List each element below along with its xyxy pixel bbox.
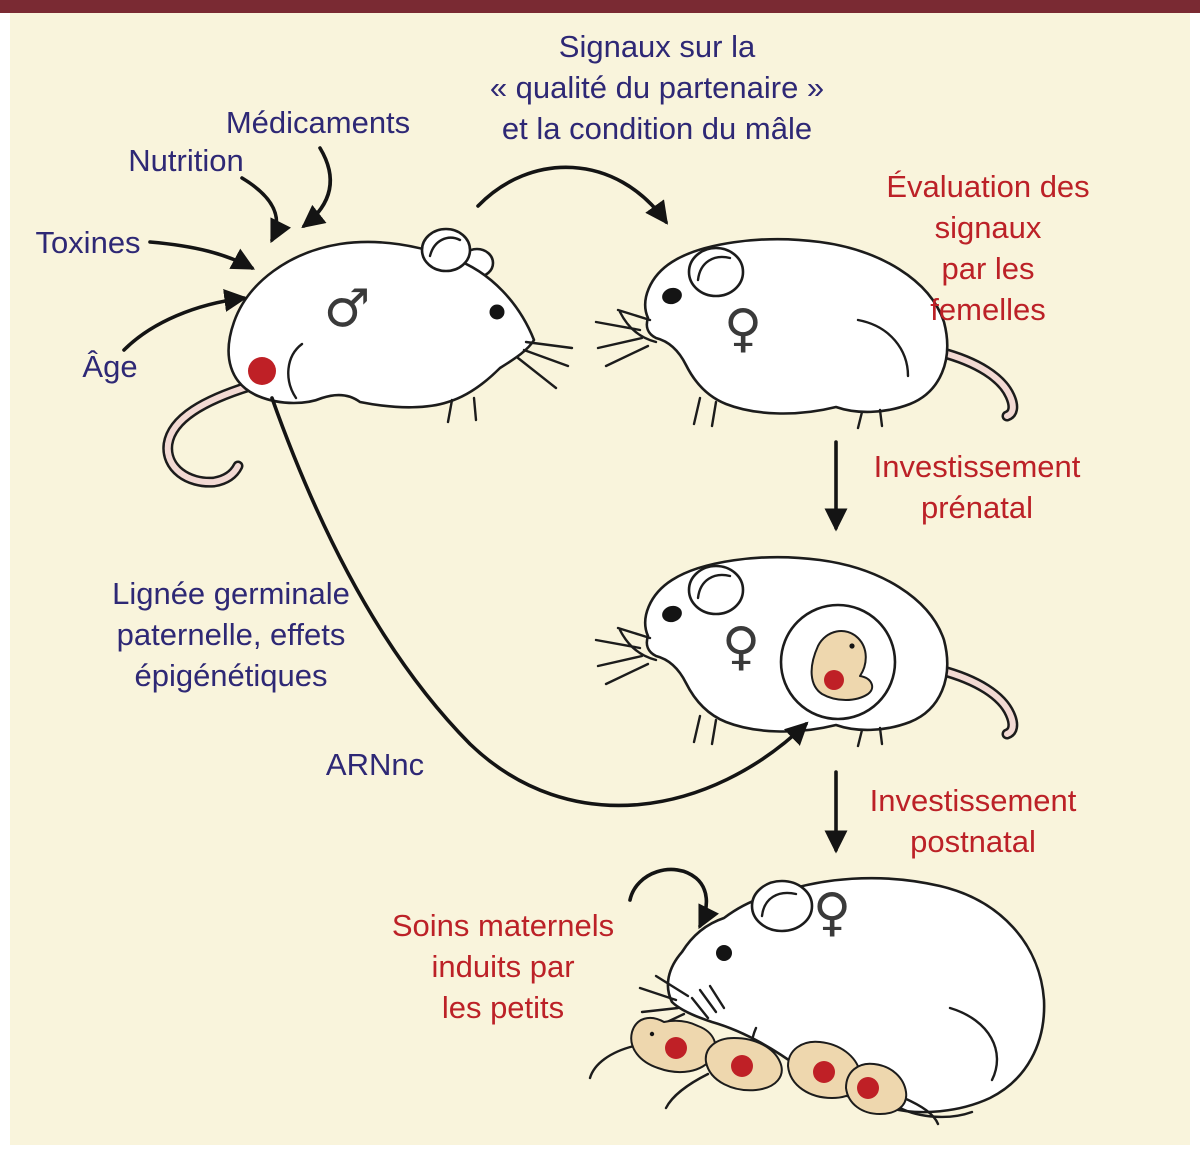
male-to-female-arrow bbox=[476, 165, 669, 225]
pup-2-red-dot bbox=[731, 1055, 753, 1077]
embryo-fetus-eye bbox=[849, 643, 855, 649]
nutrition-arrow bbox=[240, 176, 292, 244]
female-mouse-whiskers bbox=[594, 320, 650, 368]
male-mouse-whiskers bbox=[516, 340, 574, 390]
male-symbol: ♂ bbox=[323, 279, 371, 339]
top-accent-bar bbox=[0, 0, 1200, 13]
pup-1-red-dot bbox=[665, 1037, 687, 1059]
male-mouse-eye bbox=[489, 304, 505, 320]
pregnant-mouse-legs bbox=[692, 714, 884, 748]
female-mouse-legs bbox=[692, 318, 910, 430]
pregnant-mouse-eye bbox=[662, 605, 682, 623]
male-mouse-legs bbox=[287, 342, 478, 424]
mother-mouse-eye bbox=[716, 945, 732, 961]
pregnant-mouse-whiskers bbox=[594, 638, 650, 686]
female-mouse-ear bbox=[687, 246, 745, 298]
soins-maternels-arrow bbox=[628, 867, 720, 930]
female-mouse-evaluating bbox=[594, 237, 1019, 430]
medicaments-arrow bbox=[301, 146, 333, 229]
female-mouse-ear-inner bbox=[696, 255, 732, 282]
male-mouse-ear-inner bbox=[428, 236, 462, 258]
male-mouse-gonad-dot bbox=[248, 357, 276, 385]
female-symbol-top: ♀ bbox=[723, 299, 763, 359]
male-mouse-ear bbox=[420, 227, 472, 273]
pup-3-red-dot bbox=[813, 1061, 835, 1083]
pup-1-eye bbox=[649, 1031, 655, 1037]
mother-mouse bbox=[638, 876, 1046, 1119]
mother-mouse-ear-inner bbox=[760, 891, 798, 918]
pup-tails bbox=[588, 1044, 940, 1126]
age-arrow bbox=[122, 289, 248, 352]
male-mouse-tail-fill bbox=[164, 383, 253, 486]
pregnant-mouse-mouth bbox=[616, 626, 658, 662]
female-symbol-mother: ♀ bbox=[812, 883, 852, 943]
female-mouse-mouth bbox=[616, 308, 658, 344]
female-symbol-pregnant: ♀ bbox=[721, 617, 761, 677]
embryo bbox=[779, 603, 897, 721]
female-mouse-tail-fill bbox=[937, 349, 1016, 419]
embryo-red-dot bbox=[824, 670, 844, 690]
pregnant-mouse-ear-inner bbox=[696, 573, 732, 600]
arnnc-curve bbox=[270, 396, 809, 808]
arrows bbox=[122, 146, 848, 930]
female-mouse-eye bbox=[662, 287, 682, 305]
male-mouse bbox=[162, 227, 574, 488]
toxines-arrow bbox=[148, 240, 256, 270]
pup-4-red-dot bbox=[857, 1077, 879, 1099]
pups bbox=[588, 1016, 940, 1126]
pregnant-mouse-tail-fill bbox=[937, 667, 1016, 737]
pregnant-mouse-ear bbox=[687, 564, 745, 616]
mother-mouse-ear bbox=[750, 879, 814, 933]
